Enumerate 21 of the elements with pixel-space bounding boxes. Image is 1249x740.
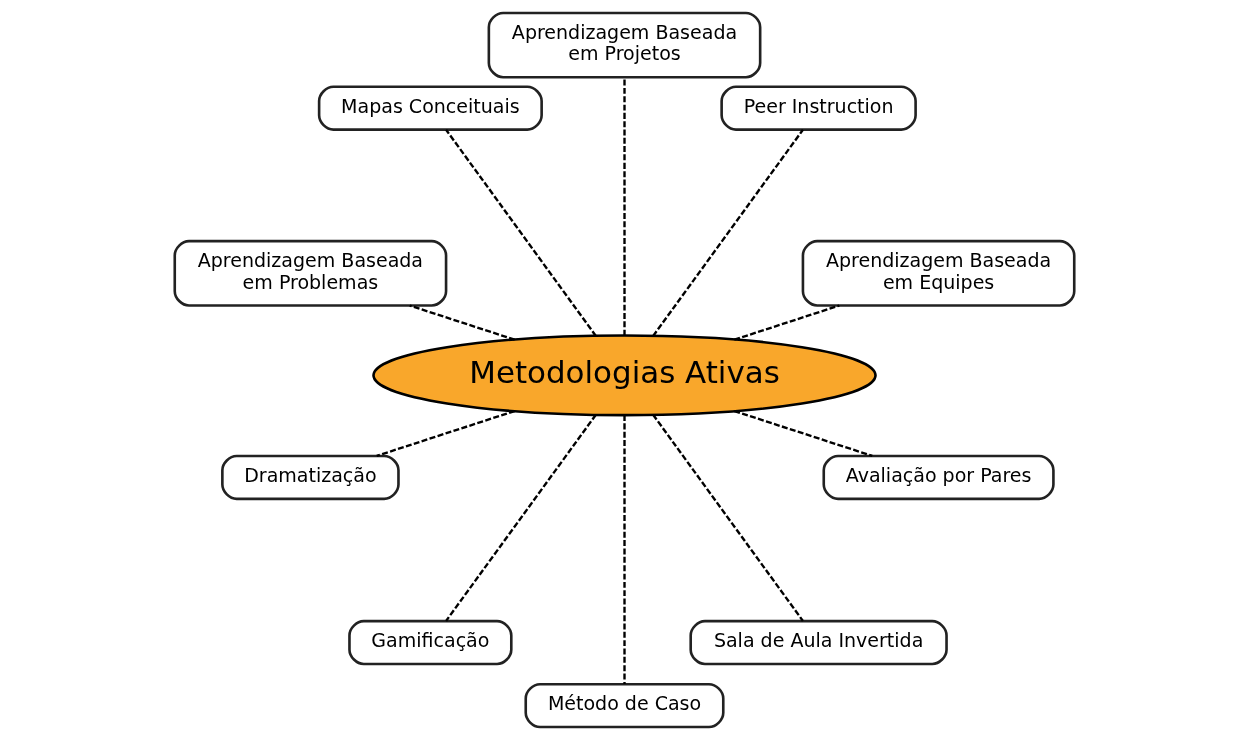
node-box: Peer Instruction [720, 85, 917, 131]
connector [445, 129, 597, 337]
node-box: Aprendizagem Baseada em Problemas [173, 239, 448, 307]
connector [652, 414, 804, 622]
connector [733, 409, 873, 457]
node-box: Aprendizagem Baseada em Projetos [487, 11, 762, 79]
node-box: Gamificação [348, 619, 513, 666]
connector [734, 304, 840, 341]
connector [445, 414, 597, 622]
node-ellipse: Metodologias Ativas [372, 334, 877, 417]
connector [652, 129, 804, 337]
node-box: Avaliação por Pares [822, 454, 1055, 501]
node-box: Dramatização [221, 454, 400, 501]
connector [376, 409, 516, 457]
connector [623, 77, 626, 336]
node-box: Aprendizagem Baseada em Equipes [801, 239, 1076, 307]
node-box: Método de Caso [524, 682, 725, 729]
connector [409, 304, 515, 341]
connector [623, 415, 626, 684]
node-box: Mapas Conceituais [317, 85, 543, 131]
node-box: Sala de Aula Invertida [689, 619, 948, 666]
